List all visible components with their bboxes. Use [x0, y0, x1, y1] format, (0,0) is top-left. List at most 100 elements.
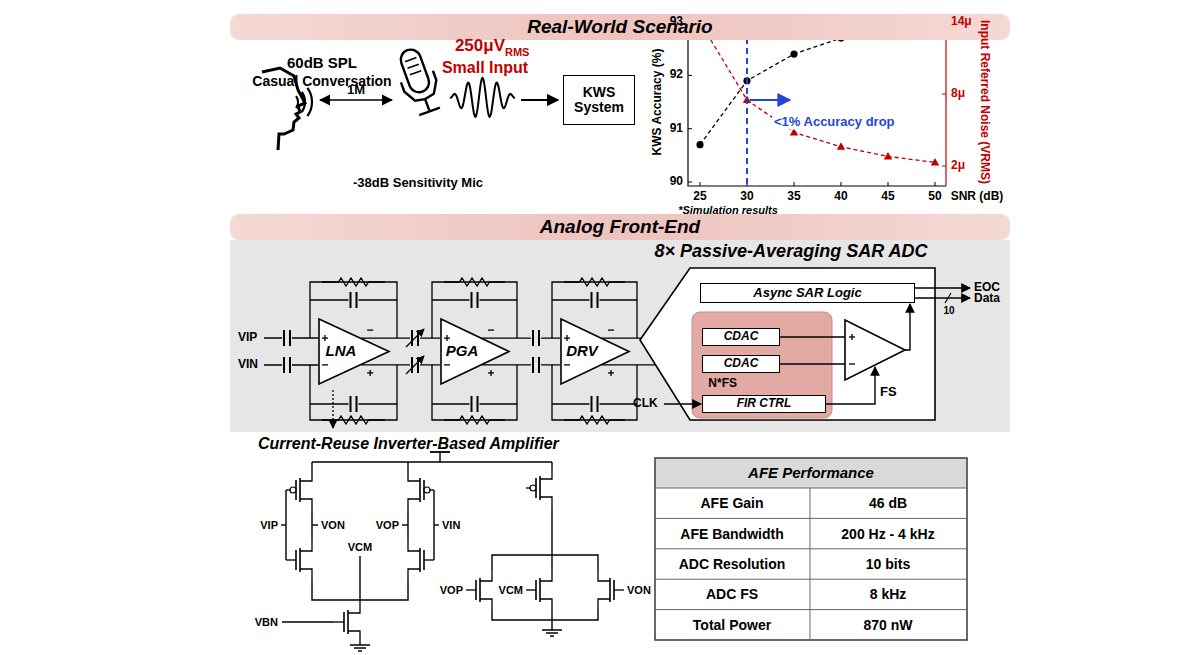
chart-axis-right [945, 18, 946, 186]
mos-terminal [348, 602, 360, 613]
axis-tick: 93 [670, 15, 683, 29]
capacitor-plate [350, 396, 352, 412]
wire [492, 610, 598, 620]
capacitor-plate [411, 330, 413, 346]
node-label: Async SAR Logic [753, 286, 861, 300]
table-rule [655, 548, 967, 549]
capacitor-plate [591, 396, 593, 412]
tick [688, 182, 692, 183]
signal-wire [482, 364, 560, 365]
axis-tick: 30 [740, 190, 753, 204]
capacitor-plate [283, 357, 285, 373]
waveform [450, 78, 515, 117]
mos-terminal [598, 570, 610, 581]
mos-terminal [480, 570, 492, 581]
capacitor-plate [532, 330, 534, 346]
sound-wave [296, 96, 298, 108]
variable-arrow [406, 329, 424, 347]
axis-tick: 40 [834, 190, 847, 204]
pin-name: VIN [442, 519, 460, 532]
signal-name: CLK [633, 397, 658, 411]
fir-box: FIR CTRL [702, 395, 826, 413]
sound-wave [302, 92, 305, 112]
axis-tick: 92 [670, 68, 683, 82]
mos-terminal [300, 499, 312, 510]
resistor-symbol [322, 278, 385, 286]
plus-sign [446, 335, 447, 341]
table-rule [655, 518, 967, 519]
axis-tick: 90 [670, 175, 683, 189]
axis-tick: 50 [928, 190, 941, 204]
bus-slash [945, 293, 951, 303]
minus-sign [444, 364, 450, 365]
tick [841, 182, 842, 186]
wire [905, 304, 910, 350]
mos-gate-lead [286, 559, 296, 560]
plus-sign [324, 335, 325, 341]
node-label: DRV [566, 343, 598, 360]
capacitor-plate [471, 292, 473, 308]
resistor-symbol [444, 416, 505, 424]
minus-sign [608, 329, 614, 330]
data-point [696, 141, 703, 148]
cdac-box: CDAC [702, 328, 780, 346]
table-cell: 870 nW [863, 617, 912, 633]
supply-rail [312, 461, 552, 463]
node-label: PGA [446, 343, 479, 360]
mos-terminal [300, 569, 312, 580]
capacitor-plate [417, 357, 419, 373]
ground-symbol [546, 632, 558, 634]
capacitor-plate [356, 292, 358, 308]
capacitor-plate [350, 292, 352, 308]
axis-tick: 14μ [951, 15, 972, 29]
wire [664, 403, 701, 404]
tick [688, 75, 692, 76]
wire [282, 621, 334, 622]
axis-title: SNR (dB) [951, 190, 1004, 204]
mos-terminal [540, 497, 552, 508]
capacitor-plate [289, 357, 291, 373]
capacitor-plate [538, 357, 540, 373]
mic-base [419, 108, 440, 116]
mic-grill [410, 71, 421, 75]
mos-terminal [540, 599, 552, 610]
node-label: Real-World Scenario [527, 17, 712, 38]
mos-gate-lead [614, 589, 624, 590]
mos-terminal [598, 599, 610, 610]
minus-sign [488, 329, 494, 330]
mos-terminal [408, 499, 420, 510]
table-header: AFE Performance [655, 458, 967, 488]
axis-tick: 35 [787, 190, 800, 204]
pmos-bubble [530, 485, 536, 491]
axis-title: KWS Accuracy (%) [651, 49, 665, 156]
plus-sign [490, 370, 491, 376]
pmos-bubble [424, 487, 430, 493]
node-label: LNA [326, 343, 357, 360]
mic-grill [408, 64, 419, 68]
mos-gate-lead [526, 589, 536, 590]
pin-name: VCM [499, 584, 523, 597]
node-label: KWS System [567, 85, 631, 116]
noise-curve [700, 22, 935, 162]
tick [794, 182, 795, 186]
table-cell: 8 kHz [870, 586, 907, 602]
tick [688, 128, 692, 129]
wire [281, 524, 286, 525]
bias-arrow [332, 390, 333, 428]
amplifier-triangle: DRV [560, 318, 630, 385]
capacitor-plate [283, 330, 285, 346]
performance-table: AFE Performance [655, 458, 967, 640]
amplifier-triangle: PGA [440, 318, 510, 385]
mos-terminal [348, 631, 360, 642]
tick [935, 182, 936, 186]
wire [311, 462, 312, 470]
afe-panel [230, 240, 1010, 432]
table-cell: AFE Bandwidth [680, 526, 783, 542]
capacitor-plate [532, 357, 534, 373]
signal-wire [361, 364, 440, 365]
capacitor-plate [597, 292, 599, 308]
callout: <1% Accuracy drop [772, 115, 897, 130]
capacitor-plate [289, 330, 291, 346]
minus-sign [367, 329, 373, 330]
resistor-symbol [444, 278, 505, 286]
